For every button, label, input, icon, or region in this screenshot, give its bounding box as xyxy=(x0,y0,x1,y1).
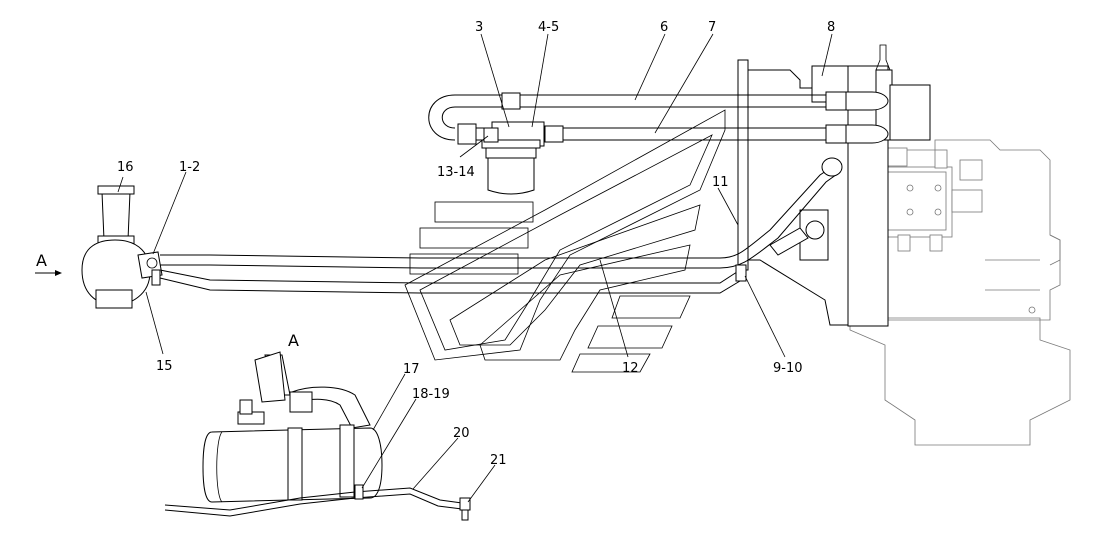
bracket-plate xyxy=(737,44,931,327)
callout-15: 15 xyxy=(156,359,173,374)
filter-assembly xyxy=(481,121,545,195)
callout-11: 11 xyxy=(712,175,729,190)
callout-12: 12 xyxy=(622,361,639,376)
callout-7: 7 xyxy=(708,20,716,35)
callout-1-2: 1-2 xyxy=(179,160,200,175)
callout-18-19: 18-19 xyxy=(412,387,450,402)
hose-6 xyxy=(428,91,889,141)
view-a-inset: A xyxy=(164,331,471,521)
leader-lines xyxy=(117,33,833,503)
callout-13-14: 13-14 xyxy=(437,165,475,180)
callout-3: 3 xyxy=(475,20,483,35)
callout-labels: 3 4-5 6 7 8 16 1-2 13-14 11 15 12 9-10 1… xyxy=(117,20,835,468)
view-arrow: A xyxy=(35,251,62,276)
hose-7 xyxy=(457,123,889,145)
callout-16: 16 xyxy=(117,160,134,175)
view-arrow-label: A xyxy=(36,251,47,270)
view-a-title: A xyxy=(288,331,299,350)
callout-4-5: 4-5 xyxy=(538,20,559,35)
reference-blocks xyxy=(404,109,726,373)
callout-20: 20 xyxy=(453,426,470,441)
breather-assembly xyxy=(81,185,163,309)
callout-21: 21 xyxy=(490,453,507,468)
callout-17: 17 xyxy=(403,362,420,377)
tank-lines xyxy=(159,157,843,294)
callout-8: 8 xyxy=(827,20,835,35)
callout-9-10: 9-10 xyxy=(773,361,803,376)
callout-6: 6 xyxy=(660,20,668,35)
